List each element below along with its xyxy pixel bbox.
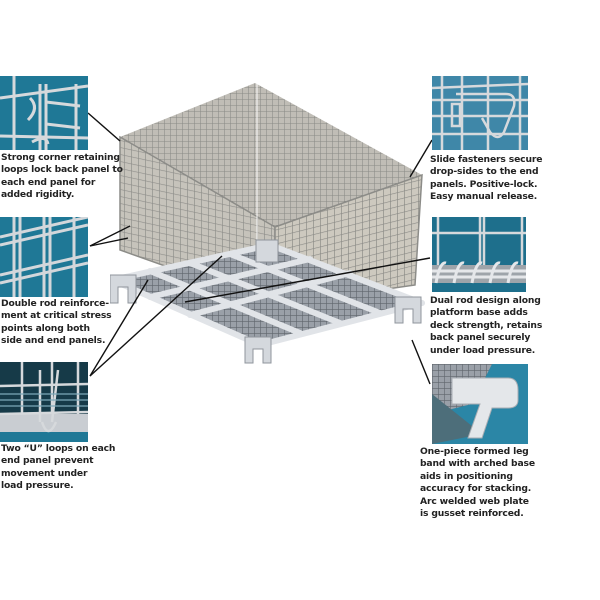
dual-rod-platform-closeup-image <box>432 217 526 292</box>
caption-dual-rod-platform: Dual rod design along platform base adds… <box>430 295 543 356</box>
dual-rod-platform-photo <box>432 217 526 292</box>
caption-leg-band: One-piece formed leg band with arched ba… <box>420 446 535 520</box>
wire-crate-illustration <box>108 80 426 364</box>
slide-fastener-photo <box>432 76 528 150</box>
double-rod-closeup-image <box>0 217 88 297</box>
slide-fastener-closeup-image <box>432 76 528 150</box>
double-rod-photo <box>0 217 88 297</box>
caption-u-loops: Two “U” loops on each end panel prevent … <box>1 443 116 492</box>
leg-band-photo <box>432 364 528 444</box>
caption-double-rod: Double rod reinforce- ment at critical s… <box>1 298 112 347</box>
caption-corner-loops: Strong corner retaining loops lock back … <box>1 152 123 201</box>
wire-container-image <box>108 75 430 365</box>
corner-loop-closeup-image <box>0 76 88 150</box>
corner-loop-photo <box>0 76 88 150</box>
caption-slide-fasteners: Slide fasteners secure drop-sides to the… <box>430 154 543 203</box>
u-loop-photo <box>0 362 88 442</box>
leg-band-closeup-image <box>432 364 528 444</box>
u-loop-closeup-image <box>0 362 88 442</box>
